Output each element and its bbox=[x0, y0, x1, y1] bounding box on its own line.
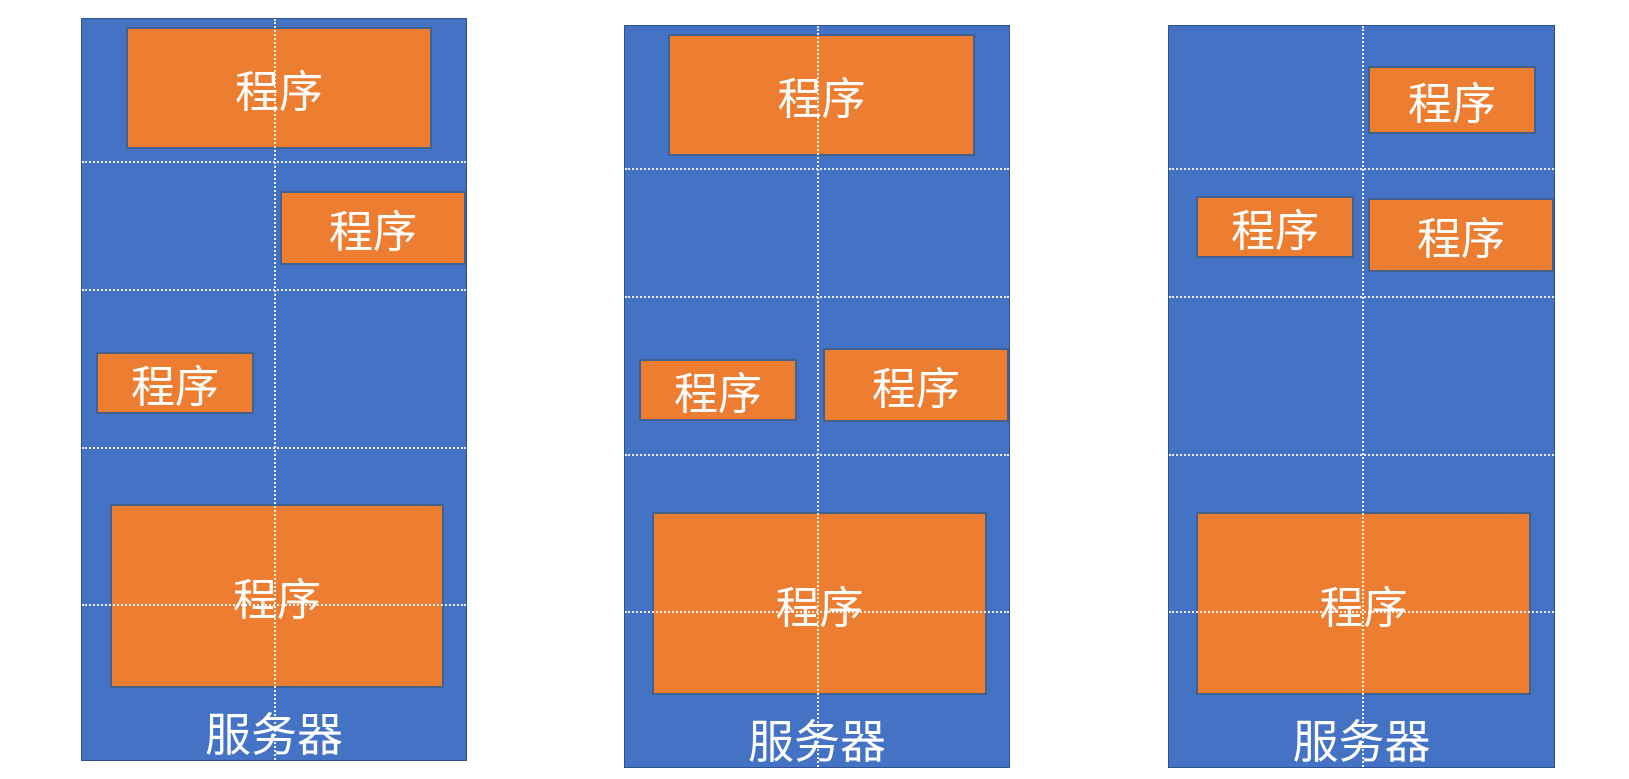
program-block: 程序 bbox=[1368, 66, 1536, 134]
grid-horizontal-line bbox=[1169, 296, 1554, 298]
program-label: 程序 bbox=[329, 207, 417, 258]
program-label: 程序 bbox=[1417, 214, 1505, 265]
grid-horizontal-line bbox=[82, 447, 466, 449]
program-label: 程序 bbox=[674, 369, 762, 420]
program-block: 程序 bbox=[126, 27, 432, 149]
program-block: 程序 bbox=[1196, 196, 1354, 258]
server-box-3: 程序 程序 程序 程序 服务器 bbox=[1168, 25, 1555, 769]
program-label: 程序 bbox=[1231, 206, 1319, 257]
program-label: 程序 bbox=[777, 74, 866, 125]
program-label: 程序 bbox=[235, 67, 323, 118]
program-label: 程序 bbox=[775, 582, 864, 634]
grid-horizontal-line bbox=[625, 454, 1009, 456]
grid-horizontal-line bbox=[625, 168, 1009, 170]
program-block: 程序 bbox=[110, 504, 444, 688]
server-box-2: 程序 程序 程序 程序 服务器 bbox=[624, 25, 1010, 769]
grid-horizontal-line bbox=[1169, 611, 1554, 613]
server-label: 服务器 bbox=[748, 715, 886, 769]
grid-vertical-line bbox=[274, 19, 276, 760]
grid-vertical-line bbox=[1362, 26, 1364, 767]
program-block: 程序 bbox=[280, 191, 466, 265]
program-label: 程序 bbox=[131, 362, 219, 413]
grid-vertical-line bbox=[817, 26, 819, 767]
grid-horizontal-line bbox=[625, 296, 1009, 298]
server-label: 服务器 bbox=[205, 708, 343, 762]
program-block: 程序 bbox=[668, 34, 975, 156]
grid-horizontal-line bbox=[82, 161, 466, 163]
program-block: 程序 bbox=[823, 348, 1009, 422]
grid-horizontal-line bbox=[82, 604, 466, 606]
grid-horizontal-line bbox=[82, 289, 466, 291]
grid-horizontal-line bbox=[1169, 454, 1554, 456]
program-label: 程序 bbox=[1408, 79, 1496, 130]
server-label: 服务器 bbox=[1292, 715, 1431, 769]
grid-horizontal-line bbox=[625, 611, 1009, 613]
program-block: 程序 bbox=[1368, 198, 1554, 272]
program-block: 程序 bbox=[652, 512, 987, 695]
program-label: 程序 bbox=[872, 364, 960, 415]
program-block: 程序 bbox=[639, 359, 797, 421]
server-box-1: 程序 程序 程序 程序 服务器 bbox=[81, 18, 467, 762]
program-block: 程序 bbox=[96, 352, 254, 414]
program-label: 程序 bbox=[233, 575, 321, 626]
grid-horizontal-line bbox=[1169, 168, 1554, 170]
